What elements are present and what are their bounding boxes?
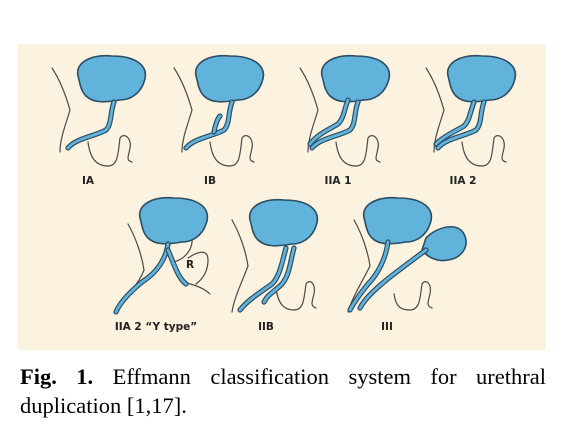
panel-label: IIA 1 — [325, 175, 352, 187]
panel-iia-1: IIA 1 — [299, 54, 391, 187]
caption-text: Effmann classification system for urethr… — [20, 364, 546, 418]
panel-label: IB — [204, 175, 216, 187]
panel-ib: IB — [173, 54, 265, 187]
panel-iia-2: IIA 2 — [425, 54, 517, 187]
figure-panel: IA IB IIA 1 — [18, 44, 546, 350]
panel-label: IIB — [258, 321, 274, 333]
panel-ia: IA — [51, 54, 147, 187]
effmann-classification-illustration: IA IB IIA 1 — [51, 54, 517, 333]
panel-iii: III — [347, 196, 467, 333]
panel-label: III — [381, 321, 393, 333]
figure-caption: Fig. 1. Effmann classification system fo… — [20, 362, 546, 420]
panel-iib: IIB — [231, 198, 319, 333]
rectum-label: R — [186, 259, 194, 271]
caption-lead: Fig. 1. — [20, 364, 94, 389]
panel-label: IA — [82, 175, 95, 187]
panel-label: IIA 2 — [450, 175, 477, 187]
panel-iia-2-y-type: R IIA 2 “Y type” — [113, 196, 211, 333]
panel-label: IIA 2 “Y type” — [115, 321, 197, 333]
